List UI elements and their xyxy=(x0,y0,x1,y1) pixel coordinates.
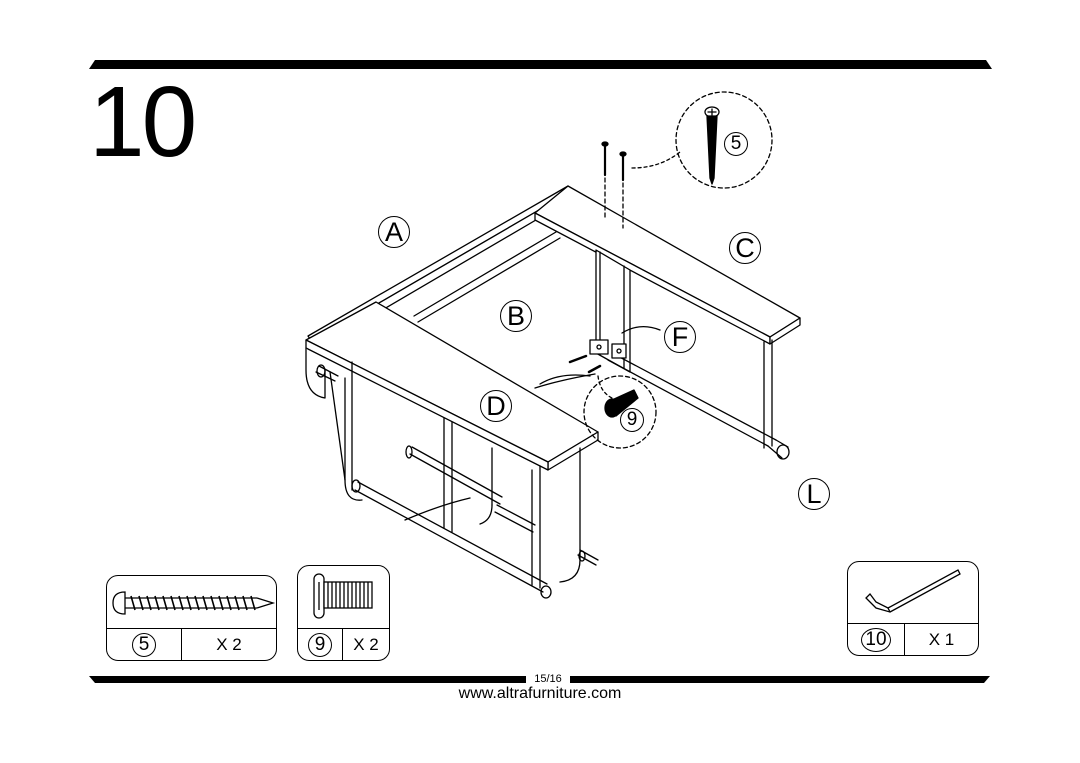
step-number: 10 xyxy=(89,66,197,178)
callout-a: A xyxy=(378,216,410,248)
panel-b xyxy=(413,231,561,323)
callout-screw-5: 5 xyxy=(724,132,748,156)
quantity-label: X 2 xyxy=(181,629,276,660)
top-rule xyxy=(89,60,992,69)
part-number: 10 xyxy=(861,627,891,652)
part-number: 5 xyxy=(132,632,156,657)
bolt-icon xyxy=(313,573,373,619)
website-url: www.altrafurniture.com xyxy=(458,685,622,702)
callout-b: B xyxy=(500,300,532,332)
panel-d xyxy=(305,301,599,471)
hardware-box-screw: 5 X 2 xyxy=(106,575,277,661)
callout-l: L xyxy=(798,478,830,510)
callout-c: C xyxy=(729,232,761,264)
panel-c xyxy=(534,185,801,345)
part-number: 9 xyxy=(308,632,332,657)
quantity-label: X 1 xyxy=(904,624,978,655)
top-screws xyxy=(601,141,681,229)
left-side-panel xyxy=(305,347,363,501)
quantity-label: X 2 xyxy=(342,629,389,660)
allen-key-icon xyxy=(865,569,961,613)
front-frame xyxy=(351,361,599,599)
screw-detail-icon xyxy=(704,106,720,185)
hardware-box-allen-key: 10 X 1 xyxy=(847,561,979,656)
callout-bolt-9: 9 xyxy=(620,408,644,432)
screw-detail-circle xyxy=(675,91,773,189)
wood-screw-icon xyxy=(112,591,276,615)
leg-l xyxy=(607,339,790,460)
bolt-detail-circle xyxy=(583,375,657,449)
bolt-detail-icon xyxy=(604,389,639,418)
bracket xyxy=(534,339,627,399)
hardware-box-bolt: 9 X 2 xyxy=(297,565,390,661)
callout-d: D xyxy=(480,390,512,422)
callout-f: F xyxy=(664,321,696,353)
page-number: 15/16 xyxy=(526,673,570,686)
